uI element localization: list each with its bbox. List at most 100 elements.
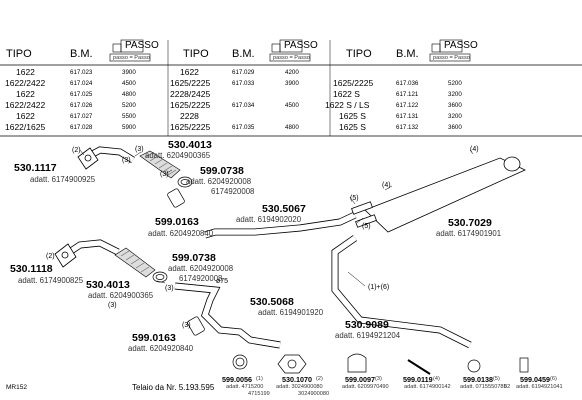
part-number: 530.1117 (14, 162, 57, 174)
passo-header: PASSO (284, 40, 318, 51)
tipo-header: TIPO (183, 48, 209, 60)
part-adatt: adatt. 6204920840 (148, 229, 214, 238)
callout: (3) (108, 302, 117, 309)
part-adatt: 6174920008 (179, 274, 223, 283)
row-passo: 4800 (122, 91, 136, 98)
part-adatt: adatt. 6194901920 (258, 308, 324, 317)
row-passo: 3200 (448, 113, 462, 120)
callout: ø75 (216, 278, 229, 285)
flex-hose-lower (114, 247, 156, 278)
part-adatt: adatt. 6204900365 (88, 291, 154, 300)
accessory-number: (2) (316, 376, 323, 382)
row-passo: 5500 (122, 113, 136, 120)
row-bm: 617.025 (70, 91, 93, 98)
front-pipe-upper (77, 146, 135, 170)
part-adatt: adatt. 6174900925 (30, 175, 96, 184)
tipo-header: TIPO (346, 48, 372, 60)
row-bm: 617.028 (70, 124, 93, 131)
part-adatt: adatt. 6194921204 (335, 331, 401, 340)
part-adatt: 6174920008 (211, 187, 255, 196)
callout: (3) (182, 322, 191, 329)
passo-header: PASSO (444, 40, 478, 51)
part-adatt: adatt. 6194902020 (236, 215, 302, 224)
row-bm: 617.027 (70, 113, 93, 120)
row-tipo: 1622 (16, 111, 35, 121)
callout: (3) (122, 157, 131, 164)
row-passo: 5200 (448, 80, 462, 87)
row-tipo: 1622/2422 (5, 100, 46, 110)
row-tipo: 1625 S (339, 122, 366, 132)
row-passo: 5900 (122, 124, 136, 131)
tipo-header: TIPO (6, 48, 32, 60)
row-tipo: 2228 (180, 111, 199, 121)
accessory-adatt: adatt. 6194921041 (516, 384, 563, 390)
part-number: 530.4013 (86, 279, 130, 291)
part-adatt: adatt. 6204920008 (168, 264, 234, 273)
accessory-adatt: adatt. 0715550785 (460, 384, 507, 390)
row-tipo: 1625/2225 (170, 100, 211, 110)
row-tipo: 1622 (16, 89, 35, 99)
accessory-code: 599.0097 (345, 375, 375, 384)
row-bm: 617.131 (396, 113, 419, 120)
row-tipo: 1625 S (339, 111, 366, 121)
row-bm: 617.034 (232, 102, 255, 109)
part-number: 530.1118 (10, 263, 53, 275)
accessory-number: (6) (550, 376, 557, 382)
accessory-icons (232, 353, 529, 375)
part-adatt: adatt. 6174900825 (18, 276, 84, 285)
accessory-code: 599.0119 (403, 375, 433, 384)
row-passo: 4800 (285, 124, 299, 131)
row-bm: 617.036 (396, 80, 419, 87)
part-number: 599.0738 (172, 252, 216, 264)
accessory-adatt: adatt. 6209970490 (342, 384, 389, 390)
row-passo: 3900 (285, 80, 299, 87)
part-number: 599.0738 (200, 165, 244, 177)
clamp-upper-2 (167, 188, 185, 208)
callout: (1)+(6) (368, 284, 390, 291)
part-number: 530.7029 (448, 217, 492, 229)
row-tipo: 1622 S (333, 89, 360, 99)
part-number: 530.5067 (262, 203, 306, 215)
callout: (2) (46, 253, 55, 260)
row-bm: 617.122 (396, 102, 419, 109)
row-bm: 617.026 (70, 102, 93, 109)
row-tipo: 2228/2425 (170, 89, 211, 99)
row-bm: 617.121 (396, 91, 419, 98)
row-tipo: 1622/1625 (5, 122, 46, 132)
accessory-number: (5) (493, 376, 500, 382)
telaio-note: Telaio da Nr. 5.193.595 (132, 383, 215, 392)
tail-pipe (331, 235, 472, 349)
accessory-number: (1) (256, 376, 263, 382)
callout: (4) (382, 182, 391, 189)
accessory-adatt: 4715199 (248, 391, 270, 397)
callout: (3) (160, 171, 169, 178)
row-tipo: 1622/2422 (5, 78, 46, 88)
muffler (351, 156, 526, 233)
row-bm: 617.024 (70, 80, 93, 87)
accessory-number: (3) (375, 376, 382, 382)
intermediate-pipe-lower (174, 282, 281, 349)
accessory-code: 599.0459 (520, 375, 550, 384)
row-passo: 3900 (122, 69, 136, 76)
page-reference: MR152 (6, 384, 27, 391)
accessory-code: 530.1070 (282, 375, 312, 384)
passo-caption: passo = Passo (273, 55, 310, 61)
bm-header: B.M. (70, 48, 93, 60)
bm-header: B.M. (232, 48, 255, 60)
part-adatt: adatt. 6174901901 (436, 229, 502, 238)
passo-caption: passo = Passo (433, 55, 470, 61)
clamp-lower (152, 271, 205, 336)
callout: (5) (350, 195, 359, 202)
row-tipo: 1625/2225 (170, 78, 211, 88)
part-number: 599.0163 (132, 332, 176, 344)
intermediate-pipe-upper (203, 211, 357, 239)
callout: (2) (72, 147, 81, 154)
row-tipo: 1625/2225 (170, 122, 211, 132)
row-tipo: 1622 S / LS (325, 100, 370, 110)
part-adatt: adatt. 6204920008 (186, 177, 252, 186)
row-passo: 5200 (122, 102, 136, 109)
accessory-adatt: 3024900080 (298, 391, 330, 397)
row-bm: 617.029 (232, 69, 255, 76)
accessory-adatt: adatt. 6174900142 (404, 384, 451, 390)
